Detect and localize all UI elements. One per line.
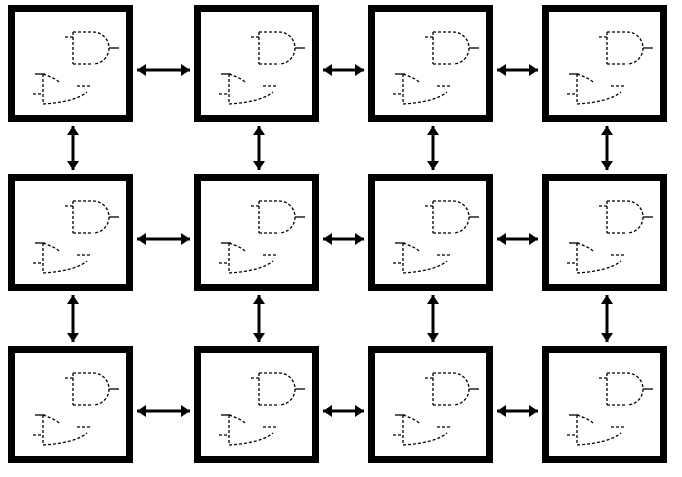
processor-cell-r3-c2 [194, 346, 319, 463]
h-link-r2-c3-4 [489, 231, 546, 247]
double-arrow-icon [497, 404, 538, 417]
v-link-c4-r1-2 [599, 118, 615, 178]
processor-cell-r2-c3 [368, 174, 493, 291]
logic-gate-circuit-icon [393, 200, 479, 274]
logic-gate-circuit-icon [33, 200, 119, 274]
double-arrow-icon [137, 232, 190, 245]
logic-gate-circuit-icon [393, 31, 479, 105]
h-link-r1-c2-3 [315, 62, 372, 78]
logic-gate-circuit-icon [219, 200, 305, 274]
double-arrow-icon [323, 63, 364, 76]
v-link-c1-r2-3 [65, 287, 81, 350]
processor-cell-r1-c1 [8, 5, 133, 122]
logic-gate-circuit-icon [33, 372, 119, 446]
v-link-c4-r2-3 [599, 287, 615, 350]
double-arrow-icon [137, 404, 190, 417]
v-link-c1-r1-2 [65, 118, 81, 178]
logic-gate-circuit-icon [567, 372, 653, 446]
logic-gate-circuit-icon [567, 200, 653, 274]
processor-cell-r3-c3 [368, 346, 493, 463]
v-link-c2-r1-2 [251, 118, 267, 178]
double-arrow-icon [252, 126, 265, 170]
double-arrow-icon [426, 295, 439, 342]
h-link-r1-c1-2 [129, 62, 198, 78]
double-arrow-icon [323, 404, 364, 417]
processor-cell-r1-c4 [542, 5, 667, 122]
double-arrow-icon [600, 295, 613, 342]
double-arrow-icon [137, 63, 190, 76]
logic-gate-circuit-icon [393, 372, 479, 446]
h-link-r3-c1-2 [129, 403, 198, 419]
processor-cell-r1-c2 [194, 5, 319, 122]
processor-cell-r1-c3 [368, 5, 493, 122]
double-arrow-icon [600, 126, 613, 170]
processor-cell-r2-c2 [194, 174, 319, 291]
double-arrow-icon [66, 126, 79, 170]
double-arrow-icon [426, 126, 439, 170]
processor-cell-r2-c1 [8, 174, 133, 291]
logic-gate-circuit-icon [219, 372, 305, 446]
logic-gate-circuit-icon [567, 31, 653, 105]
h-link-r3-c2-3 [315, 403, 372, 419]
h-link-r3-c3-4 [489, 403, 546, 419]
double-arrow-icon [497, 63, 538, 76]
h-link-r2-c1-2 [129, 231, 198, 247]
double-arrow-icon [497, 232, 538, 245]
logic-gate-circuit-icon [33, 31, 119, 105]
v-link-c3-r1-2 [425, 118, 441, 178]
double-arrow-icon [66, 295, 79, 342]
processor-cell-r3-c4 [542, 346, 667, 463]
processor-cell-r2-c4 [542, 174, 667, 291]
logic-gate-circuit-icon [219, 31, 305, 105]
processor-cell-r3-c1 [8, 346, 133, 463]
double-arrow-icon [252, 295, 265, 342]
v-link-c3-r2-3 [425, 287, 441, 350]
h-link-r2-c2-3 [315, 231, 372, 247]
v-link-c2-r2-3 [251, 287, 267, 350]
double-arrow-icon [323, 232, 364, 245]
h-link-r1-c3-4 [489, 62, 546, 78]
